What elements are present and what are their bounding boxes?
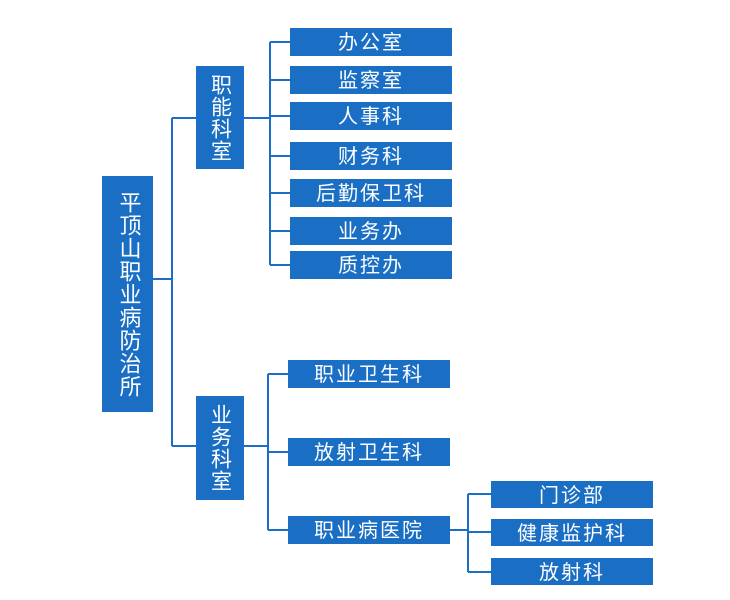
leaf-node: 监察室 <box>290 66 452 94</box>
leaf-node: 质控办 <box>290 251 452 279</box>
leaf-node: 办公室 <box>290 28 452 56</box>
sub-leaf-node: 门诊部 <box>491 481 653 508</box>
sub-leaf-node: 放射科 <box>491 558 653 585</box>
connector-branch-2 <box>244 373 288 531</box>
sub-branch-node: 职业病医院 <box>288 516 450 544</box>
connector-sub-branch <box>450 493 491 573</box>
branch-node-business: 业务科室 <box>196 396 244 500</box>
connector-root <box>153 117 196 447</box>
leaf-node: 业务办 <box>290 217 452 245</box>
root-node: 平顶山职业病防治所 <box>102 176 153 412</box>
leaf-node: 后勤保卫科 <box>290 179 452 207</box>
branch-node-functional: 职能科室 <box>196 66 244 169</box>
connector-branch-1 <box>244 41 290 266</box>
leaf-node: 财务科 <box>290 142 452 170</box>
sub-leaf-node: 健康监护科 <box>491 519 653 546</box>
leaf-node: 人事科 <box>290 102 452 130</box>
leaf-node: 职业卫生科 <box>288 360 450 388</box>
leaf-node: 放射卫生科 <box>288 438 450 466</box>
